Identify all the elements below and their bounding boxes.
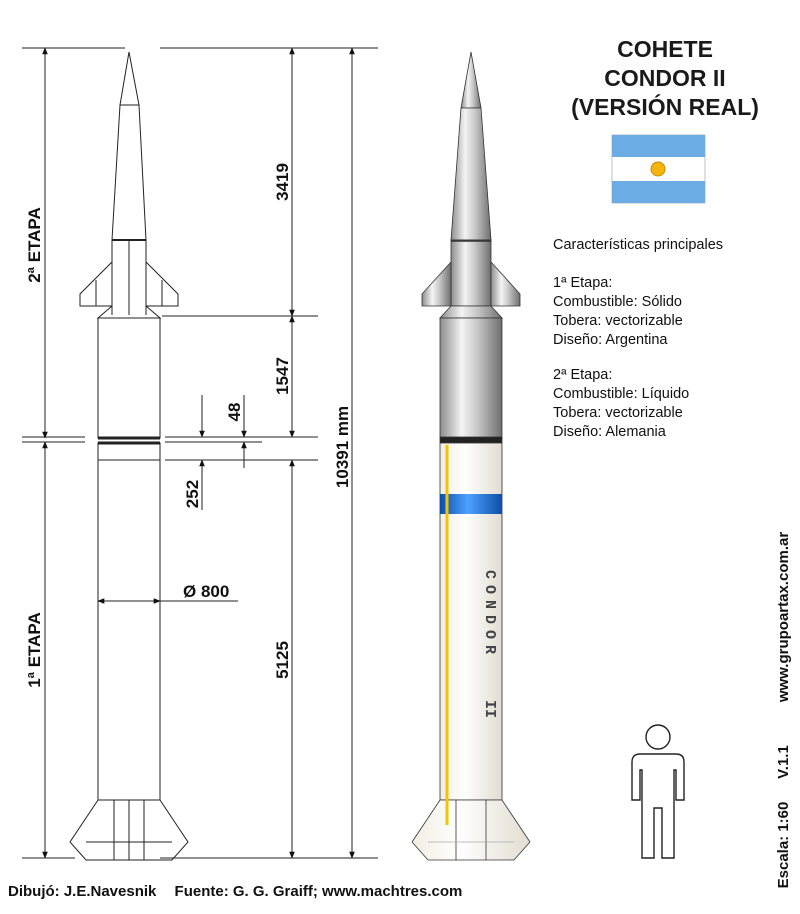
- dimension-lines: [97, 47, 378, 859]
- stage1-nozzle: Tobera: vectorizable: [553, 313, 683, 329]
- stage2-design: Diseño: Alemania: [553, 424, 666, 440]
- website-label: www.grupoartax.com.ar: [775, 532, 792, 703]
- credit-drawing: Dibujó: J.E.Navesnik: [8, 883, 157, 900]
- scale-label: Escala: 1:60: [775, 802, 792, 889]
- dim-upper-label: 3419: [273, 163, 292, 201]
- dim-total-label: 10391 mm: [333, 406, 352, 488]
- human-scale-figure-icon: [631, 724, 685, 859]
- dim-gap-label: 48: [225, 403, 244, 422]
- argentina-flag: [611, 134, 706, 204]
- title-line-3: (VERSIÓN REAL): [571, 94, 759, 120]
- sun-of-may-icon: [650, 161, 666, 177]
- line-drawing-rocket: [69, 51, 189, 861]
- stage1-design: Diseño: Argentina: [553, 332, 668, 348]
- rocket-body-name: CONDOR: [481, 570, 498, 660]
- credits: Dibujó: J.E.Navesnik Fuente: G. G. Graif…: [8, 883, 476, 900]
- stage2-name: 2ª Etapa:: [553, 367, 613, 383]
- title-line-1: COHETE: [617, 36, 713, 62]
- version-label: V.1.1: [775, 745, 792, 779]
- shaded-rocket: [411, 51, 531, 861]
- stage2-fuel: Combustible: Líquido: [553, 386, 690, 402]
- dim-interstage-label: 252: [183, 480, 202, 508]
- stage1-name: 1ª Etapa:: [553, 275, 613, 291]
- stage1-fuel: Combustible: Sólido: [553, 294, 682, 310]
- stage-brackets: [22, 47, 125, 859]
- dim-middle-label: 1547: [273, 357, 292, 395]
- stage-label-first: 1ª ETAPA: [25, 612, 44, 688]
- stage-label-second: 2ª ETAPA: [25, 207, 44, 283]
- dim-lower-label: 5125: [273, 641, 292, 679]
- title-line-2: CONDOR II: [604, 65, 726, 91]
- specs-heading: Características principales: [553, 237, 724, 253]
- rocket-body-number: II: [481, 700, 498, 718]
- credit-source: Fuente: G. G. Graiff; www.machtres.com: [174, 883, 463, 900]
- stage2-nozzle: Tobera: vectorizable: [553, 405, 683, 421]
- dim-diameter-label: Ø 800: [183, 582, 229, 601]
